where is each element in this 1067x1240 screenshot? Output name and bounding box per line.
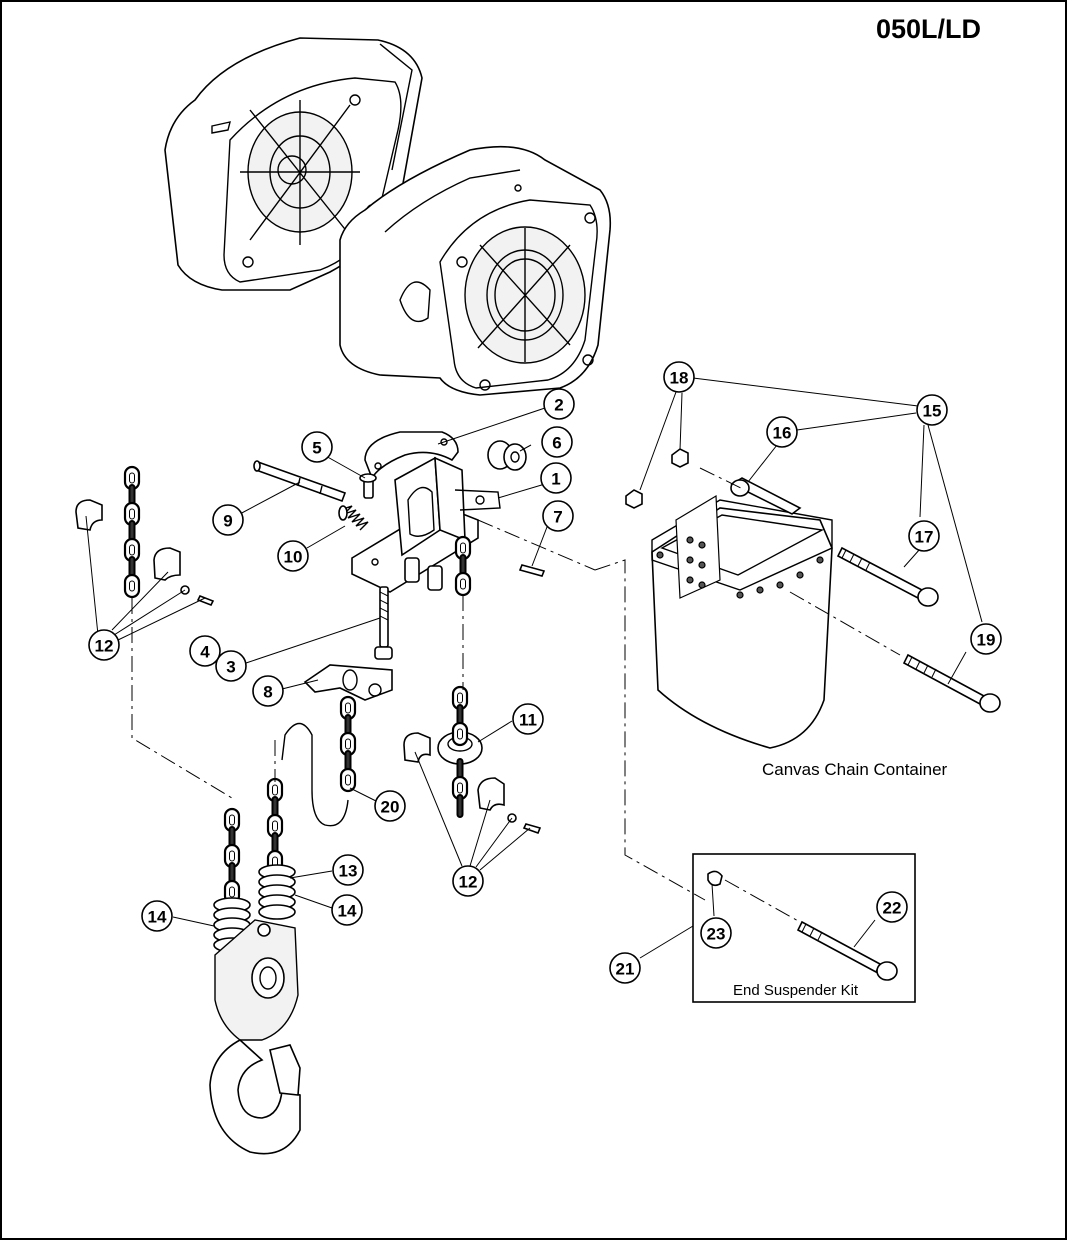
callout-7: 7 xyxy=(542,500,574,532)
svg-text:14: 14 xyxy=(338,902,357,921)
callout-8: 8 xyxy=(252,675,284,707)
callout-13: 13 xyxy=(332,854,364,886)
svg-text:10: 10 xyxy=(284,548,303,567)
chain-loop xyxy=(281,695,357,827)
callout-18: 18 xyxy=(663,361,695,393)
svg-text:19: 19 xyxy=(977,631,996,650)
callout-19: 19 xyxy=(970,623,1002,655)
svg-text:1: 1 xyxy=(551,470,560,489)
chain-guide-8 xyxy=(303,664,393,701)
leader-lines xyxy=(85,377,983,959)
svg-text:23: 23 xyxy=(707,925,726,944)
bolt-3-4 xyxy=(374,586,393,660)
callout-4: 4 xyxy=(189,635,221,667)
spring xyxy=(338,505,369,531)
callouts: 1 2 3 4 5 6 7 8 9 10 11 12 12 13 14 14 1… xyxy=(88,361,1002,984)
chain-clamp xyxy=(364,431,459,480)
svg-text:14: 14 xyxy=(148,908,167,927)
hook-block xyxy=(209,864,301,1155)
pin-7 xyxy=(518,564,546,577)
callout-21: 21 xyxy=(609,952,641,984)
svg-text:20: 20 xyxy=(381,798,400,817)
bolt-19 xyxy=(902,653,1001,713)
chain-left xyxy=(123,465,141,599)
chain-stopper-left xyxy=(75,499,215,607)
callout-3: 3 xyxy=(215,650,247,682)
screw-5 xyxy=(359,473,377,499)
chain-stopper-right xyxy=(403,731,542,835)
front-housing xyxy=(339,145,612,396)
assembly-lines xyxy=(131,467,901,923)
end-suspender-kit xyxy=(692,853,916,1003)
svg-text:21: 21 xyxy=(616,960,635,979)
spring-right xyxy=(258,864,296,920)
svg-text:2: 2 xyxy=(554,396,563,415)
svg-text:11: 11 xyxy=(519,711,537,730)
svg-text:5: 5 xyxy=(312,439,321,458)
callout-15: 15 xyxy=(916,394,948,426)
callout-16: 16 xyxy=(766,416,798,448)
kit-caption: End Suspender Kit xyxy=(733,982,859,999)
svg-text:15: 15 xyxy=(923,402,942,421)
callout-23: 23 xyxy=(700,917,732,949)
svg-text:3: 3 xyxy=(226,658,235,677)
chain-center xyxy=(451,535,472,818)
callout-2: 2 xyxy=(543,388,575,420)
chain-guide-bracket xyxy=(351,456,501,593)
shaft xyxy=(253,460,347,503)
callout-12-right: 12 xyxy=(452,865,484,897)
svg-text:18: 18 xyxy=(670,369,689,388)
callout-6: 6 xyxy=(541,426,573,458)
svg-text:7: 7 xyxy=(553,508,562,527)
bolt-17 xyxy=(836,546,939,607)
callout-11: 11 xyxy=(512,703,544,735)
svg-text:16: 16 xyxy=(773,424,792,443)
callout-1: 1 xyxy=(540,462,572,494)
callout-20: 20 xyxy=(374,790,406,822)
callout-5: 5 xyxy=(301,431,333,463)
nuts-18 xyxy=(625,448,689,509)
svg-text:8: 8 xyxy=(263,683,272,702)
svg-text:6: 6 xyxy=(552,434,561,453)
callout-14-right: 14 xyxy=(331,894,363,926)
container-caption: Canvas Chain Container xyxy=(762,760,948,779)
callout-10: 10 xyxy=(277,540,309,572)
callout-12-left: 12 xyxy=(88,629,120,661)
svg-text:9: 9 xyxy=(223,512,232,531)
svg-text:13: 13 xyxy=(339,862,358,881)
callout-14-left: 14 xyxy=(141,900,173,932)
callout-17: 17 xyxy=(908,520,940,552)
callout-9: 9 xyxy=(212,504,244,536)
callout-22: 22 xyxy=(876,891,908,923)
svg-text:12: 12 xyxy=(95,637,114,656)
svg-text:12: 12 xyxy=(459,873,478,892)
canvas-chain-container xyxy=(651,477,833,749)
model-title: 050L/LD xyxy=(875,14,981,44)
svg-text:22: 22 xyxy=(883,899,902,918)
svg-text:17: 17 xyxy=(915,528,934,547)
svg-text:4: 4 xyxy=(200,643,210,662)
roller xyxy=(487,440,527,471)
